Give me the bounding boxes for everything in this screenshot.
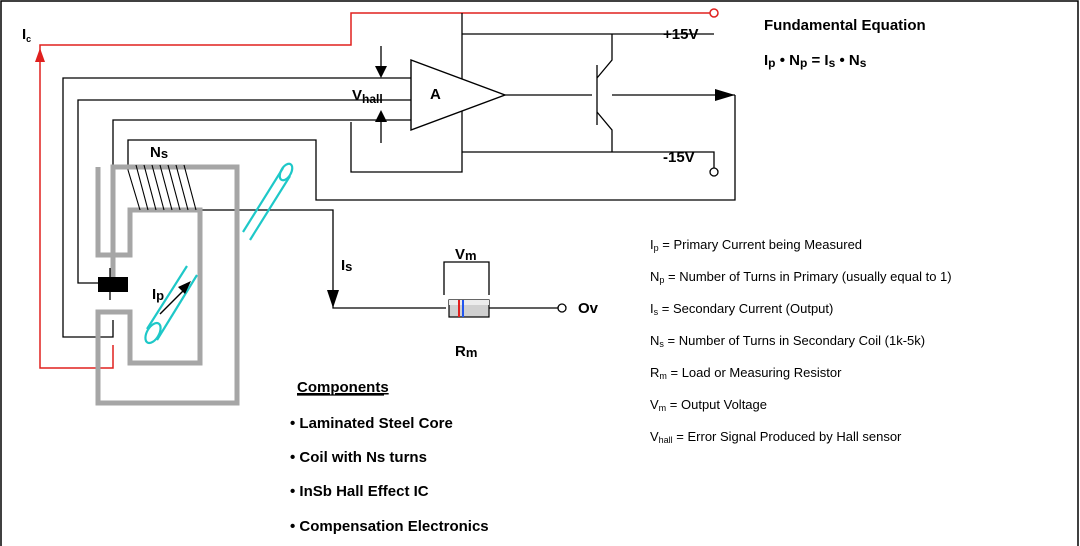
fundamental-equation-title: Fundamental Equation (764, 17, 926, 34)
legend-item: Is = Secondary Current (Output) (650, 301, 833, 317)
vhall-label: Vhall (352, 87, 383, 106)
component-item: • Laminated Steel Core (290, 415, 453, 432)
symbol-legend: Ip = Primary Current being Measured Np =… (650, 237, 952, 445)
control-current-line (35, 8, 719, 369)
components-list: Components • Laminated Steel Core • Coil… (290, 379, 489, 535)
component-item: • InSb Hall Effect IC (290, 483, 429, 500)
amplifier-triangle (410, 58, 508, 132)
primary-conductor (144, 162, 294, 345)
measuring-resistor (448, 299, 490, 318)
plus15-label: +15V (663, 26, 698, 43)
components-heading: Components (297, 379, 389, 396)
secondary-coil (127, 164, 197, 211)
is-label: Is (341, 257, 352, 274)
ns-label: Ns (150, 144, 168, 161)
laminated-steel-core (95, 164, 240, 406)
legend-item: Ip = Primary Current being Measured (650, 237, 862, 253)
component-item: • Coil with Ns turns (290, 449, 427, 466)
vhall-arrows (375, 46, 387, 143)
legend-item: Rm = Load or Measuring Resistor (650, 365, 842, 381)
legend-item: Vhall = Error Signal Produced by Hall se… (650, 429, 902, 445)
ic-label: Ic (22, 26, 31, 44)
ip-label: Ip (152, 286, 164, 303)
hall-sensor (98, 277, 128, 292)
minus15-label: -15V (663, 149, 695, 166)
circuit-wiring (62, 13, 736, 338)
legend-item: Vm = Output Voltage (650, 397, 767, 413)
vm-label: Vm (455, 246, 477, 263)
amplifier-label: A (430, 86, 441, 103)
legend-item: Ns = Number of Turns in Secondary Coil (… (650, 333, 925, 349)
component-item: • Compensation Electronics (290, 518, 489, 535)
fundamental-equation: Ip • Np = Is • Ns (764, 52, 867, 70)
ov-label: Ov (578, 300, 599, 317)
legend-item: Np = Number of Turns in Primary (usually… (650, 269, 952, 285)
rm-label: Rm (455, 343, 477, 360)
